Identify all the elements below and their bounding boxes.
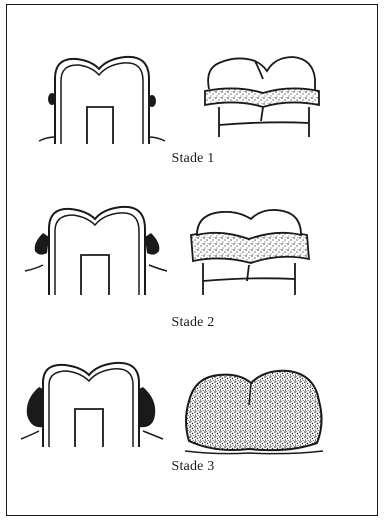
stage-2-caption: Stade 2 [7,315,379,331]
tooth-facial-view-stage-2 [185,201,315,301]
tooth-facial-view-stage-1 [197,49,327,149]
tooth-cross-section-stage-2 [21,197,171,307]
tooth-cross-section-stage-3 [15,357,165,457]
tooth-cross-section-stage-1 [37,49,167,159]
tooth-facial-view-stage-3 [179,361,329,461]
stage-3-caption: Stade 3 [7,459,379,475]
stage-1-caption: Stade 1 [7,151,379,167]
figure-frame: Stade 1 [6,4,378,516]
